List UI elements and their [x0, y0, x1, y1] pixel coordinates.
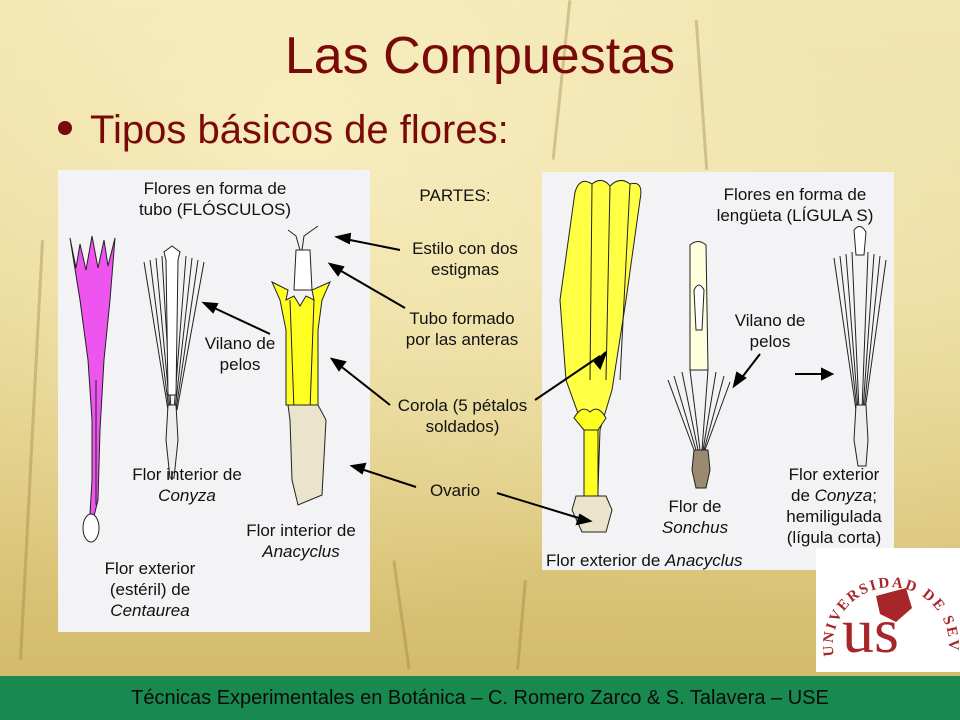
bullet-dot: [58, 121, 72, 135]
centaurea-floret-drawing: [69, 235, 116, 543]
right-heading-line2: lengüeta (LÍGULA S): [716, 206, 874, 225]
anacyclus-interior-label: Flor interior de Anacyclus: [226, 520, 376, 562]
centaurea-line2: (estéril) de: [109, 580, 191, 599]
conyza-interior-line1: Flor interior de: [132, 465, 242, 484]
conyza-exterior-line4: (lígula corta): [786, 528, 882, 547]
estilo-line1: Estilo con dos: [412, 239, 518, 258]
right-vilano-line1: Vilano de: [734, 311, 806, 330]
left-vilano-label: Vilano de pelos: [190, 333, 290, 375]
conyza-interior-floret-drawing: [143, 245, 205, 479]
left-vilano-line1: Vilano de: [204, 334, 276, 353]
anacyclus-interior-floret-drawing: [270, 225, 331, 506]
anacyclus-exterior-ligule-drawing: [559, 180, 642, 533]
centaurea-line1: Flor exterior: [104, 559, 196, 578]
centaurea-line3: Centaurea: [110, 601, 190, 620]
centaurea-label: Flor exterior (estéril) de Centaurea: [80, 558, 220, 621]
estilo-line2: estigmas: [430, 260, 500, 279]
sonchus-label: Flor de Sonchus: [640, 496, 750, 538]
logo-drawing: UNIVERSIDAD DE SEVILLA us: [810, 536, 959, 666]
bullet-item: Tipos básicos de flores:: [58, 108, 509, 153]
conyza-exterior-line3: hemiligulada: [786, 507, 882, 526]
tubo-line2: por las anteras: [405, 330, 519, 349]
conyza-exterior-line1: Flor exterior: [788, 465, 880, 484]
conyza-exterior-line2: de Conyza;: [772, 485, 896, 506]
right-heading: Flores en forma de lengüeta (LÍGULA S): [690, 184, 900, 226]
conyza-exterior-floret-drawing: [833, 226, 887, 467]
partes-label: PARTES:: [419, 186, 491, 205]
corola-line1: Corola (5 pétalos: [397, 396, 528, 415]
left-heading: Flores en forma de tubo (FLÓSCULOS): [100, 178, 330, 220]
conyza-exterior-line2-genus: Conyza: [814, 486, 873, 505]
tubo-line1: Tubo formado: [409, 309, 515, 328]
left-vilano-line2: pelos: [219, 355, 261, 374]
anacyclus-exterior-prefix: Flor exterior de: [546, 551, 666, 570]
left-heading-line2: tubo (FLÓSCULOS): [138, 200, 292, 219]
corola-line2: soldados): [425, 417, 500, 436]
anacyclus-interior-line2: Anacyclus: [262, 542, 340, 561]
footer-bar: Técnicas Experimentales en Botánica – C.…: [0, 676, 960, 720]
conyza-interior-line2: Conyza: [158, 486, 216, 505]
estilo-label: Estilo con dos estigmas: [395, 238, 535, 280]
university-logo: UNIVERSIDAD DE SEVILLA us: [810, 536, 960, 672]
footer-text: Técnicas Experimentales en Botánica – C.…: [131, 687, 829, 709]
conyza-exterior-label: Flor exterior de Conyza; hemiligulada (l…: [772, 464, 896, 548]
corola-label: Corola (5 pétalos soldados): [380, 395, 545, 437]
left-heading-line1: Flores en forma de: [143, 179, 287, 198]
logo-figure-icon: [876, 588, 912, 622]
sonchus-line2: Sonchus: [661, 518, 729, 537]
right-vilano-line2: pelos: [749, 332, 791, 351]
conyza-interior-label: Flor interior de Conyza: [112, 464, 262, 506]
tubo-label: Tubo formado por las anteras: [382, 308, 542, 350]
conyza-exterior-line2-suffix: ;: [872, 486, 877, 505]
bullet-text: Tipos básicos de flores:: [90, 108, 509, 152]
slide-title: Las Compuestas: [284, 27, 676, 85]
right-heading-line1: Flores en forma de: [723, 185, 867, 204]
ovario-label: Ovario: [429, 481, 481, 500]
annotation-arrows: [201, 232, 835, 526]
conyza-exterior-line2-prefix: de: [790, 486, 815, 505]
anacyclus-exterior-label: Flor exterior de Anacyclus: [546, 550, 786, 571]
anacyclus-interior-line1: Flor interior de: [246, 521, 356, 540]
right-vilano-label: Vilano de pelos: [720, 310, 820, 352]
sonchus-floret-drawing: [667, 241, 731, 489]
anacyclus-exterior-genus: Anacyclus: [665, 551, 743, 570]
sonchus-line1: Flor de: [668, 497, 722, 516]
